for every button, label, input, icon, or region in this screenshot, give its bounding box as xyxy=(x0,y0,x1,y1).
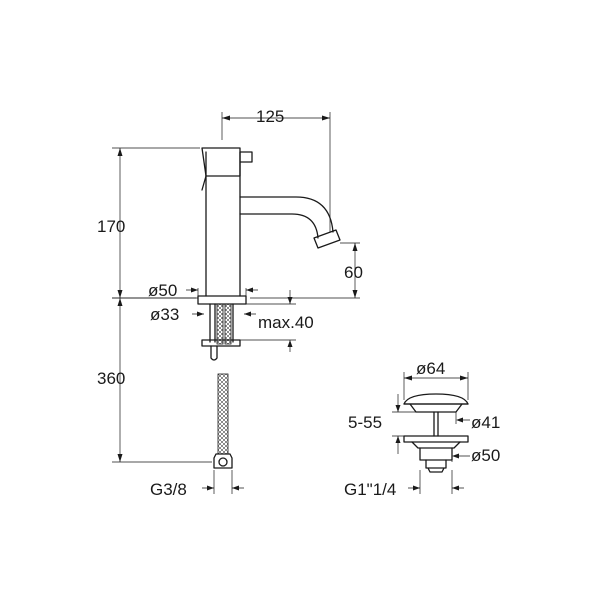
faucet-dimensions: 125 170 60 ø50 ø33 max.40 360 xyxy=(97,107,363,499)
braided-pipe-left xyxy=(216,303,224,345)
dim-hose-length: 360 xyxy=(97,369,125,388)
faucet-lever xyxy=(201,147,253,177)
dim-waste-body-diameter: ø41 xyxy=(471,413,500,432)
waste-flange xyxy=(403,435,469,443)
dim-max-thickness: max.40 xyxy=(258,313,314,332)
flexible-hose xyxy=(217,373,229,455)
dim-waste-thread: G1"1/4 xyxy=(344,480,396,499)
fixing-plate xyxy=(201,339,241,347)
hose-nut xyxy=(213,453,233,469)
waste-valve xyxy=(403,393,469,473)
waste-cap xyxy=(403,393,469,405)
dim-spout-height: 60 xyxy=(344,263,363,282)
dim-total-height: 170 xyxy=(97,217,125,236)
waste-dimensions: ø64 5-55 ø41 ø50 G1"1/4 xyxy=(344,359,500,499)
dim-shank-diameter: ø33 xyxy=(150,305,179,324)
waste-tail xyxy=(425,459,447,473)
dim-waste-top-diameter: ø64 xyxy=(416,359,445,378)
faucet-base xyxy=(197,295,247,305)
mounting-rods xyxy=(209,303,234,343)
dim-waste-flange-diameter: ø50 xyxy=(471,446,500,465)
faucet-body xyxy=(205,151,241,297)
dim-waste-range: 5-55 xyxy=(348,413,382,432)
dim-spout-reach: 125 xyxy=(256,107,284,126)
dim-base-diameter: ø50 xyxy=(148,281,177,300)
dim-connection-thread: G3/8 xyxy=(150,480,187,499)
faucet-spout xyxy=(239,196,334,239)
waste-body xyxy=(419,447,453,461)
faucet xyxy=(197,147,341,469)
faucet-aerator xyxy=(313,229,341,249)
braided-pipe-right xyxy=(224,303,232,345)
